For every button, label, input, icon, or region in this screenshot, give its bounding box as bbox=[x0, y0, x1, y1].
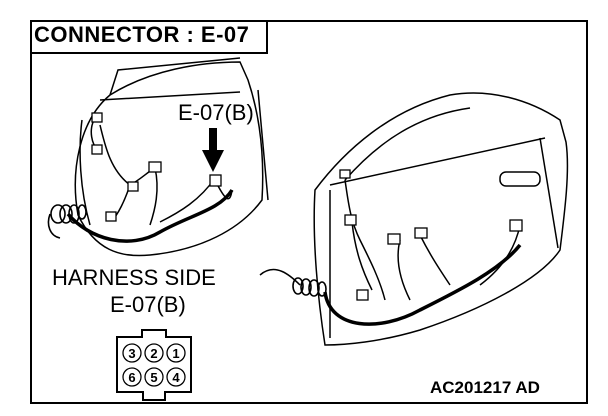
callout-label: E-07(B) bbox=[178, 100, 254, 125]
pin-row-top bbox=[122, 343, 186, 363]
title-box bbox=[30, 20, 268, 54]
pin-2: 2 bbox=[150, 346, 157, 361]
harness-side-label: HARNESS SIDE bbox=[52, 265, 216, 290]
pin-4: 4 bbox=[172, 370, 180, 385]
pin-1: 1 bbox=[172, 346, 179, 361]
left-connectors bbox=[91, 112, 222, 222]
right-connectors bbox=[339, 169, 523, 301]
connector-face bbox=[116, 329, 192, 401]
right-grommet bbox=[292, 277, 327, 297]
harness-connector-label: E-07(B) bbox=[110, 292, 186, 317]
diagram-frame bbox=[30, 20, 588, 404]
pin-row-bottom bbox=[122, 367, 186, 387]
pin-3: 3 bbox=[128, 346, 135, 361]
pin-6: 6 bbox=[128, 370, 135, 385]
pin-5: 5 bbox=[150, 370, 157, 385]
right-harness bbox=[259, 179, 522, 326]
page-title: CONNECTOR : E-07 bbox=[34, 22, 250, 47]
arrow-down-icon bbox=[202, 128, 224, 172]
left-grommet bbox=[47, 204, 87, 239]
left-harness bbox=[66, 117, 234, 243]
figure-code: AC201217 AD bbox=[430, 378, 540, 397]
left-door bbox=[74, 57, 269, 257]
e07b-connector bbox=[209, 174, 222, 187]
right-door bbox=[313, 92, 569, 346]
